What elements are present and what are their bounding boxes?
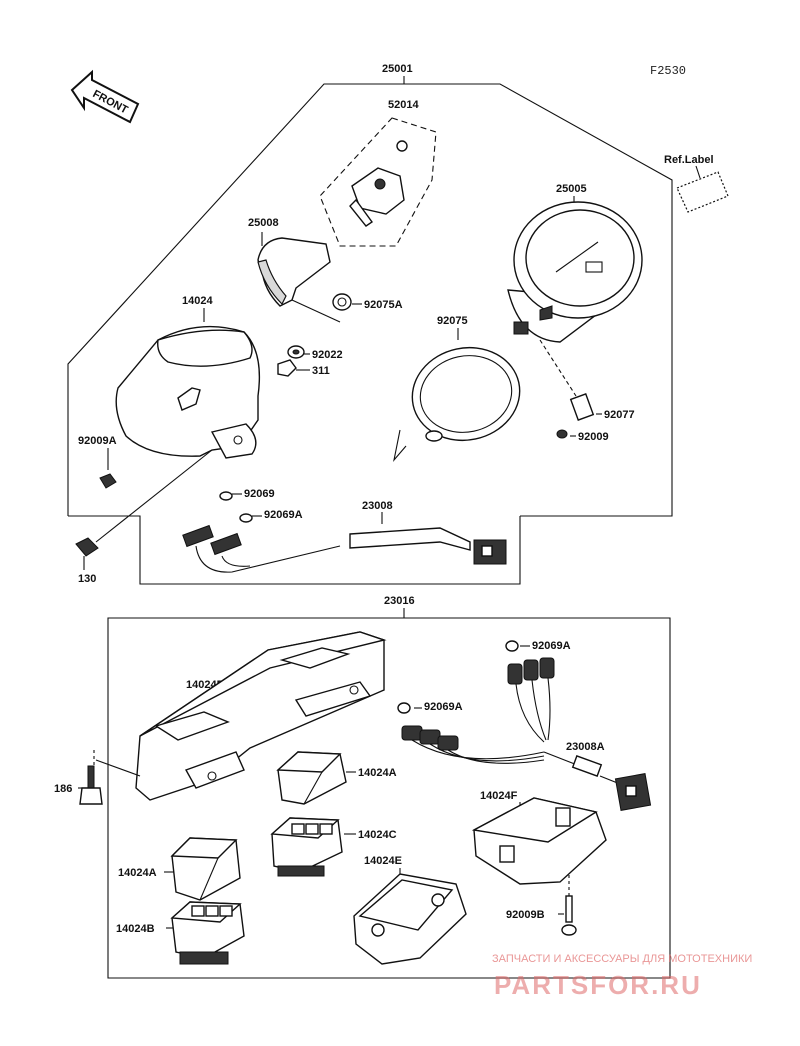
ref-label-callout: Ref.Label xyxy=(664,154,729,213)
case-assembly-outline xyxy=(107,608,671,979)
label-92069: 92069 xyxy=(244,488,275,500)
label-311: 311 xyxy=(312,365,330,377)
label-92075A: 92075A xyxy=(364,299,403,311)
label-25008: 25008 xyxy=(248,217,279,229)
label-130: 130 xyxy=(78,573,96,585)
wire-harness-23008 xyxy=(182,512,507,573)
front-arrow-icon: FRONT xyxy=(70,69,140,124)
meter-case-14024D xyxy=(135,631,387,801)
label-14024C: 14024C xyxy=(358,829,397,841)
cable-end-92077 xyxy=(539,339,602,421)
meter-assembly-outline xyxy=(67,76,673,585)
label-14024E: 14024E xyxy=(364,855,402,867)
bolt-130 xyxy=(75,449,213,570)
bulb-92069 xyxy=(219,491,242,501)
label-14024F: 14024F xyxy=(480,790,518,802)
label-25005: 25005 xyxy=(556,183,587,195)
nut-311 xyxy=(277,359,310,377)
bulb-92069A-upper xyxy=(239,513,262,523)
label-14024A-right: 14024A xyxy=(358,767,397,779)
label-92009B: 92009B xyxy=(506,909,545,921)
watermark-logo: PARTSFOR.RU xyxy=(494,970,702,1000)
label-186: 186 xyxy=(54,783,72,795)
bracket-25008 xyxy=(257,232,341,323)
label-14024B: 14024B xyxy=(116,923,155,935)
label-92022: 92022 xyxy=(312,349,343,361)
label-92077: 92077 xyxy=(604,409,635,421)
label-23016: 23016 xyxy=(384,595,415,607)
cover-14024E xyxy=(353,868,467,965)
label-92069A-upper: 92069A xyxy=(264,509,303,521)
label-92069A-right: 92069A xyxy=(532,640,571,652)
bulb-92069A-right xyxy=(505,640,530,652)
watermark-tagline: ЗАПЧАСТИ И АКСЕССУАРЫ ДЛЯ МОТОТЕХНИКИ xyxy=(492,953,752,965)
bolt-186 xyxy=(78,750,141,805)
label-92009A: 92009A xyxy=(78,435,117,447)
grommet-92075A xyxy=(332,293,362,311)
ref-label-text: Ref.Label xyxy=(664,154,714,166)
socket-14024A-right xyxy=(276,751,356,805)
label-14024: 14024 xyxy=(182,295,213,307)
label-52014: 52014 xyxy=(388,99,419,111)
figure-code: F2530 xyxy=(650,64,686,78)
label-14024A-left: 14024A xyxy=(118,867,157,879)
speedometer-25005 xyxy=(507,196,643,343)
screw-92009B xyxy=(558,872,577,936)
socket-14024A-left xyxy=(164,837,241,901)
cover-14024F xyxy=(471,797,607,885)
ring-92075 xyxy=(393,328,521,462)
label-23008: 23008 xyxy=(362,500,393,512)
meter-cover-14024 xyxy=(115,308,261,459)
sensor-52014 xyxy=(319,117,437,247)
washer-92022 xyxy=(287,345,310,359)
screw-92009A xyxy=(99,448,117,489)
label-25001: 25001 xyxy=(382,63,413,75)
socket-14024B xyxy=(166,901,245,965)
wire-harness-23008A xyxy=(401,657,652,811)
label-23008A: 23008A xyxy=(566,741,605,753)
label-92075: 92075 xyxy=(437,315,468,327)
label-92069A-mid: 92069A xyxy=(424,701,463,713)
bulb-92069A-mid xyxy=(397,702,422,714)
socket-14024C xyxy=(270,817,356,877)
screw-92009 xyxy=(556,429,576,439)
label-92009: 92009 xyxy=(578,431,609,443)
